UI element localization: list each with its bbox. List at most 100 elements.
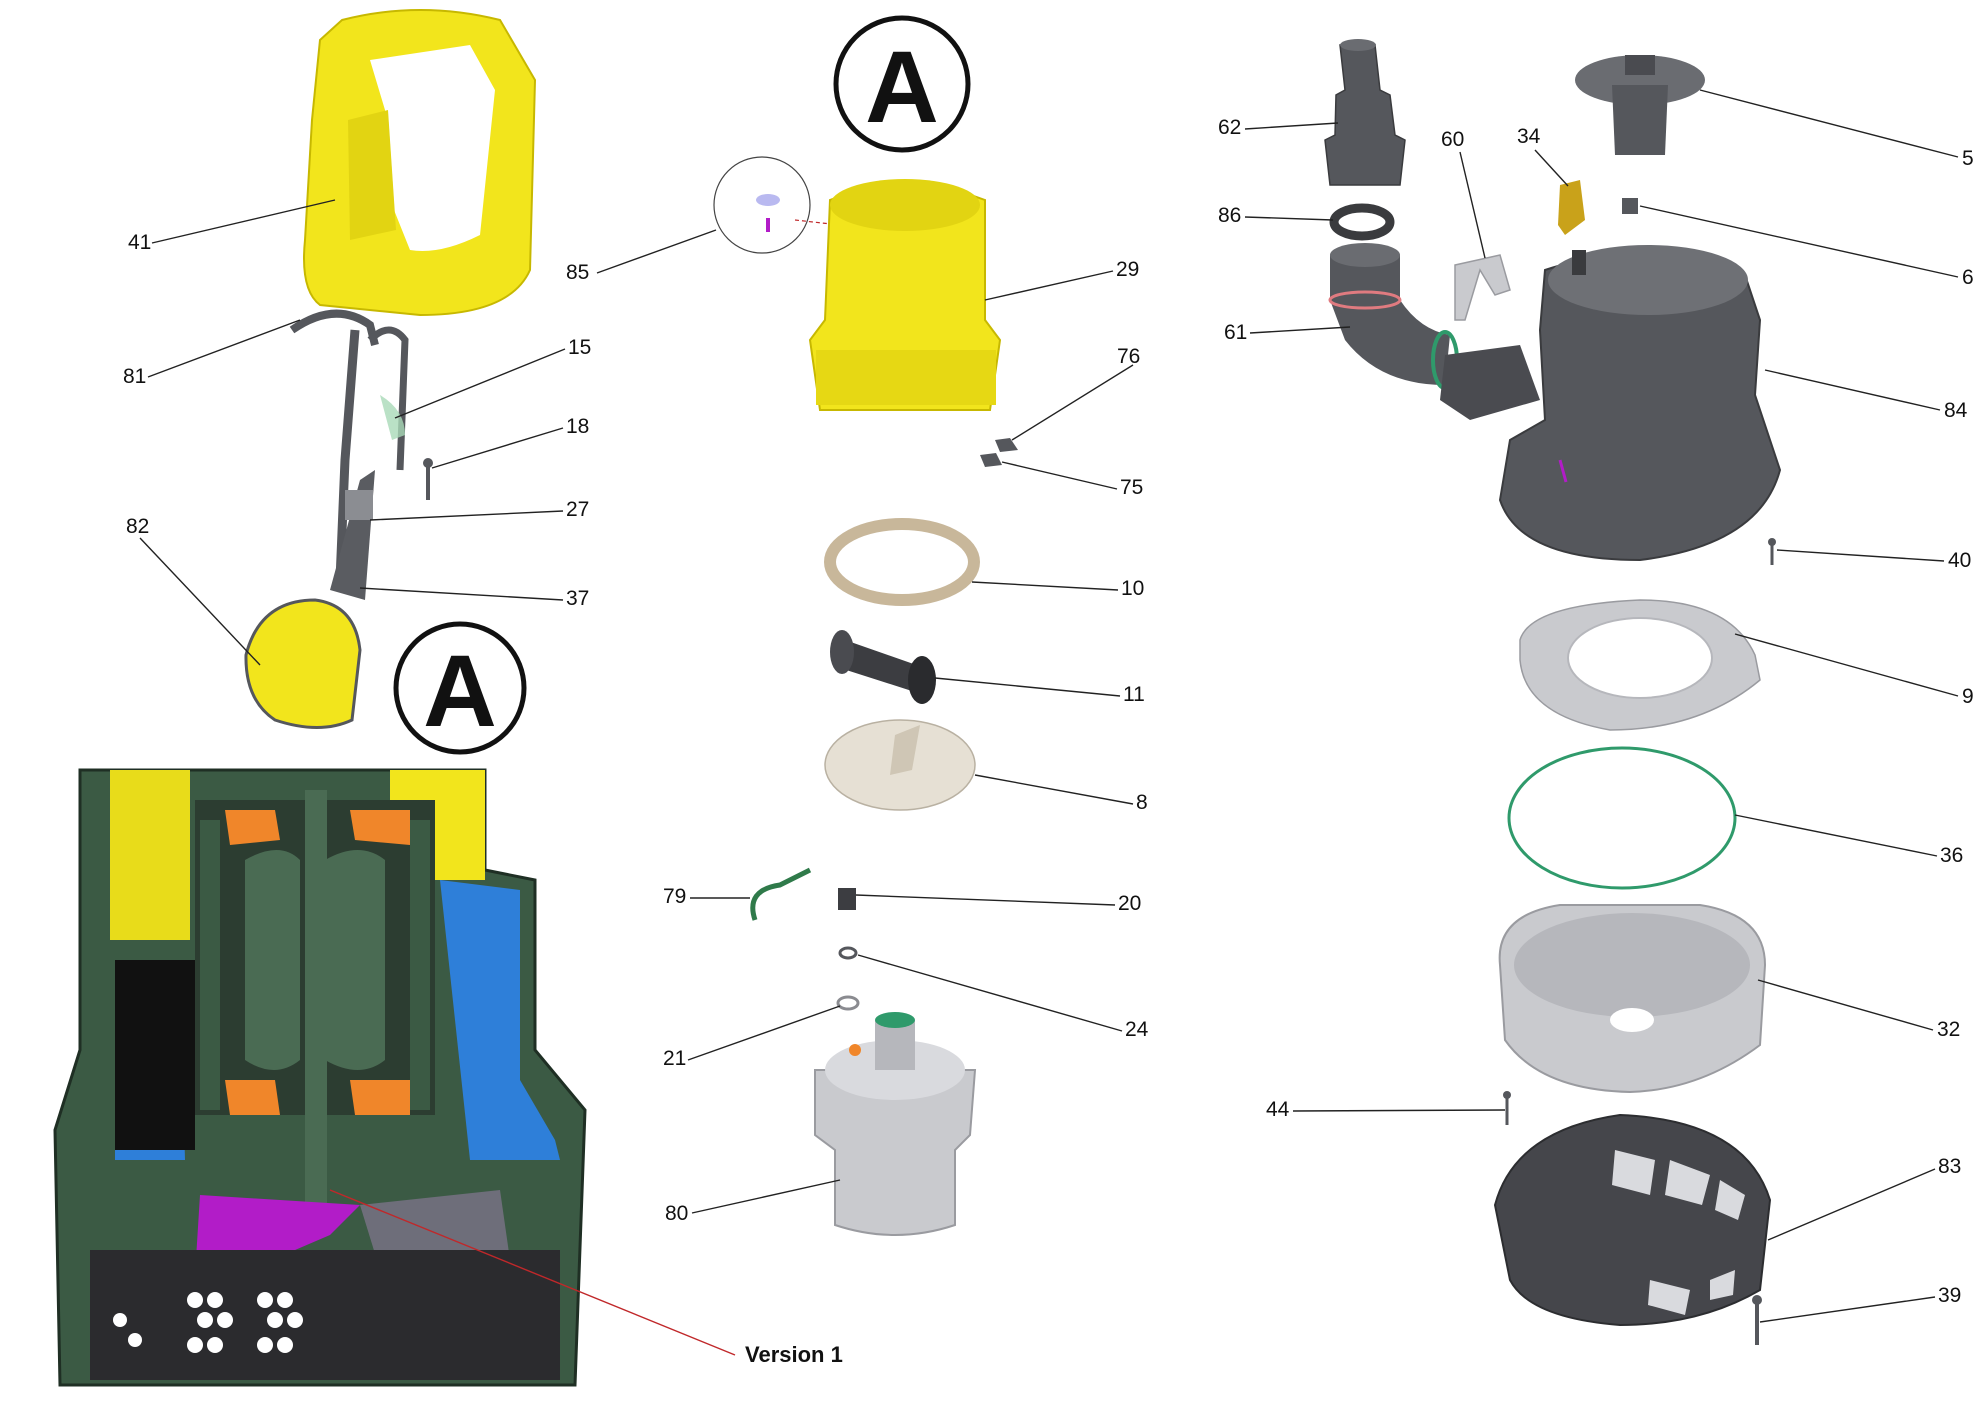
leader-line-41	[151, 199, 336, 244]
callout-label-40: 40	[1948, 549, 1971, 572]
leader-line-34	[1534, 149, 1569, 187]
leader-line-76	[1011, 364, 1134, 441]
callout-label-44: 44	[1266, 1098, 1290, 1121]
leader-line-11	[934, 677, 1121, 697]
callout-label-83: 83	[1938, 1155, 1961, 1178]
callout-label-86: 86	[1218, 204, 1241, 227]
callout-label-5: 5	[1962, 147, 1974, 170]
callout-label-60: 60	[1441, 128, 1464, 151]
part-34-switch-cam	[1558, 180, 1585, 235]
leader-line-60	[1459, 151, 1486, 259]
callout-label-29: 29	[1116, 258, 1139, 281]
part-21-lock-washer	[836, 995, 860, 1011]
section-view: Version 1	[53, 768, 843, 1387]
part-61-elbow	[1328, 243, 1459, 390]
part-6-nut	[1622, 198, 1638, 214]
leader-line-84	[1764, 369, 1941, 411]
leader-line-85	[596, 229, 717, 274]
part-5-cap	[1575, 55, 1705, 155]
callout-label-84: 84	[1944, 399, 1968, 422]
callout-label-79: 79	[663, 885, 686, 908]
part-82-float-assembly	[244, 309, 409, 729]
leader-line-20	[855, 894, 1116, 906]
callout-label-41: 41	[128, 231, 151, 254]
part-36-o-ring	[1507, 746, 1737, 890]
leader-line-32	[1757, 979, 1934, 1031]
detail-mark-text-2: A	[865, 30, 939, 144]
leader-line-86	[1244, 216, 1334, 221]
leader-line-27	[369, 510, 564, 521]
part-8-cover-plate	[824, 719, 976, 811]
leader-line-5	[1699, 89, 1959, 158]
callout-label-9: 9	[1962, 685, 1974, 708]
leader-line-75	[1001, 461, 1118, 490]
part-80-motor	[814, 1012, 977, 1236]
callout-label-76: 76	[1117, 345, 1140, 368]
detail-mark-text: A	[423, 634, 497, 748]
part-79-cable-tie	[750, 867, 812, 921]
callout-label-61: 61	[1224, 321, 1247, 344]
leader-line-21	[687, 1005, 841, 1061]
part-83-base-strainer	[1493, 1113, 1772, 1327]
part-39-screw	[1752, 1295, 1762, 1345]
leader-line-15	[394, 348, 566, 419]
leader-line-61	[1249, 326, 1351, 334]
callout-label-75: 75	[1120, 476, 1143, 499]
callout-label-85: 85	[566, 261, 589, 284]
part-20-screw	[838, 888, 856, 910]
callout-label-11: 11	[1123, 683, 1145, 706]
callout-label-80: 80	[665, 1202, 688, 1225]
leader-line-8	[974, 774, 1134, 805]
part-41-handle	[303, 9, 537, 317]
part-24-washer	[838, 946, 858, 960]
leader-line-80	[691, 1179, 841, 1214]
callout-label-82: 82	[126, 515, 149, 538]
detail-mark-a-left: A	[393, 621, 527, 755]
leader-line-10	[971, 581, 1119, 591]
part-9-impeller-cover	[1519, 599, 1761, 731]
callout-label-18: 18	[566, 415, 589, 438]
version-label: Version 1	[745, 1342, 843, 1367]
leader-line-29	[984, 270, 1114, 301]
callout-label-32: 32	[1937, 1018, 1960, 1041]
callout-label-62: 62	[1218, 116, 1241, 139]
part-76-75-screws	[980, 438, 1018, 467]
part-84-pump-housing	[1440, 245, 1782, 562]
callout-label-15: 15	[568, 336, 591, 359]
leader-line-6	[1639, 205, 1959, 278]
callout-label-37: 37	[566, 587, 589, 610]
part-85-valve-detail	[713, 156, 841, 254]
part-44-screw	[1503, 1091, 1511, 1125]
callout-label-39: 39	[1938, 1284, 1961, 1307]
part-10-band	[824, 518, 980, 606]
callout-label-21: 21	[663, 1047, 686, 1070]
leader-line-82	[139, 537, 261, 666]
part-40-screw	[1768, 538, 1776, 565]
callout-label-20: 20	[1118, 892, 1141, 915]
detail-mark-a-center: A	[833, 15, 971, 153]
callout-label-36: 36	[1940, 844, 1963, 867]
leader-lines	[139, 89, 1959, 1323]
callout-label-81: 81	[123, 365, 146, 388]
part-86-seal-ring	[1329, 203, 1395, 241]
leader-line-62	[1244, 122, 1339, 130]
callout-label-24: 24	[1125, 1018, 1149, 1041]
leader-line-39	[1759, 1296, 1936, 1323]
part-11-capacitor	[830, 630, 936, 704]
leader-line-36	[1734, 814, 1938, 857]
part-32-impeller-housing	[1498, 904, 1767, 1094]
callout-label-6: 6	[1962, 266, 1974, 289]
leader-line-40	[1776, 549, 1945, 562]
callout-label-10: 10	[1121, 577, 1144, 600]
callout-labels: 41 81 15 18 27 82 37 85 29 76 75 10 11 8 79 20 24 21 80 62 8…	[123, 116, 1974, 1307]
leader-line-44	[1292, 1109, 1506, 1112]
leader-line-18	[431, 427, 564, 469]
part-18-screw	[423, 458, 433, 500]
leader-line-9	[1734, 633, 1959, 697]
callout-label-34: 34	[1517, 125, 1541, 148]
leader-line-37	[359, 587, 564, 601]
callout-label-8: 8	[1136, 791, 1148, 814]
callout-label-27: 27	[566, 498, 589, 521]
